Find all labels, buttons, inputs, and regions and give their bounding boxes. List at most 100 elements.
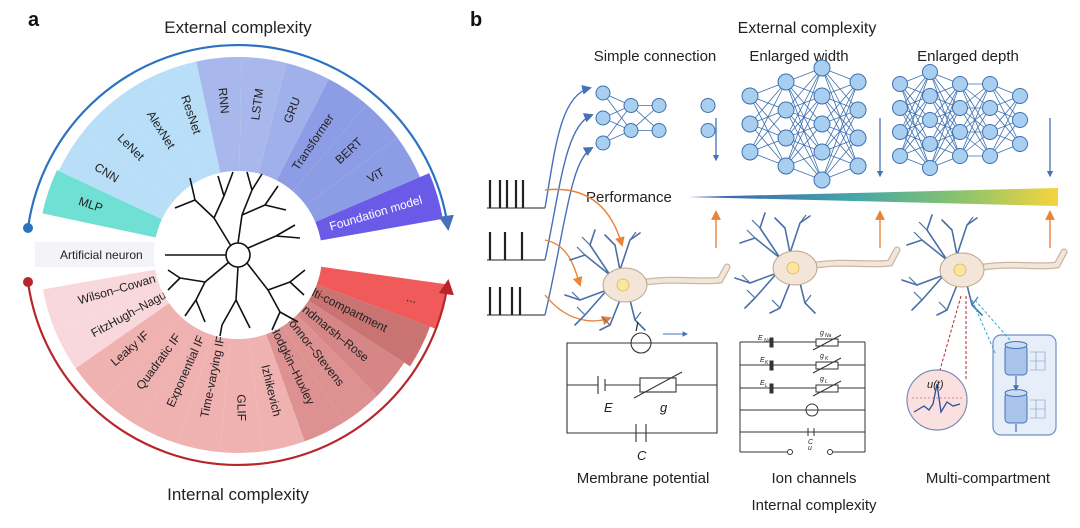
network-2-node [952, 76, 968, 92]
network-1-edge [749, 81, 787, 125]
circuit-capacitance-symbol: C [637, 448, 647, 463]
ion-voltage-symbol: u [808, 445, 812, 452]
dendrite-twig [799, 214, 807, 224]
network-0-node [595, 85, 611, 101]
network-2-node [982, 148, 998, 164]
dendrite [619, 232, 641, 271]
network-diagrams [595, 59, 1028, 189]
dendrite [901, 274, 945, 286]
dendrite [799, 282, 816, 314]
network-2-node [1012, 112, 1028, 128]
dendrite [966, 284, 983, 316]
network-1-edge [785, 95, 823, 167]
dendrite-twig [571, 291, 581, 301]
artificial-neuron-label: Artificial neuron [60, 248, 143, 262]
dendrite-twig [576, 246, 586, 256]
nucleus [786, 261, 800, 275]
performance-gradient-bar [688, 188, 1058, 206]
network-2-node [982, 124, 998, 140]
snn-wedge-3 [103, 316, 196, 427]
network-1-edge [821, 137, 859, 181]
panel-a-top-title: External complexity [164, 18, 312, 37]
nucleus [616, 278, 630, 292]
input-arrows-blue [544, 85, 594, 316]
dendrite-twig [601, 316, 611, 326]
dendrite [599, 299, 621, 331]
network-1-edge [821, 81, 859, 181]
tree-background [154, 171, 322, 339]
panel-b: b External complexity Simple connection … [470, 9, 1068, 514]
snn-wedge-9 [282, 314, 378, 423]
network-2-edge [959, 83, 991, 157]
dendrite-twig [771, 299, 781, 309]
panel-a-label: a [28, 9, 40, 31]
ann-wedge-4 [153, 61, 221, 180]
spike-train-3 [487, 287, 545, 316]
ion-e-l-symbol: E [760, 380, 765, 387]
network-1-edge [749, 109, 787, 153]
neuron-drawings [564, 212, 1068, 331]
network-1-edge [785, 123, 823, 167]
panel-b-top-title: External complexity [738, 20, 877, 37]
spike-trains [487, 180, 545, 316]
net-title-depth: Enlarged depth [917, 48, 1019, 65]
circuit-conductance-symbol: g [660, 400, 668, 415]
spike-train-2 [487, 232, 545, 261]
dendrite-twig [751, 219, 761, 229]
network-1-node [741, 87, 759, 105]
dendrite [769, 282, 791, 314]
axon-core [807, 247, 900, 269]
ion-g-l-symbol: g [820, 376, 824, 383]
network-2-edge [959, 107, 991, 157]
network-2-edge [899, 95, 931, 157]
network-2-edge [929, 83, 961, 169]
network-1-node [813, 171, 831, 189]
dendrite [936, 284, 958, 316]
snn-wedge-5 [177, 335, 231, 453]
network-1-node [813, 87, 831, 105]
dendrite-twig [746, 229, 756, 239]
external-complexity-arc [26, 44, 454, 232]
dendrite-twig [918, 221, 928, 231]
dendrite-twig [908, 276, 918, 286]
snn-wedge-12 [316, 266, 448, 330]
dendrite-twig [913, 291, 923, 301]
network-simple-output [700, 98, 716, 138]
dendrite-twig [776, 219, 786, 229]
snn-label-6: GLIF [234, 394, 248, 421]
ann-wedge-3 [114, 76, 203, 190]
network-0-node [623, 123, 639, 138]
network-2 [892, 64, 1028, 176]
network-2-node [922, 64, 938, 80]
ion-channel-circuit [739, 334, 866, 455]
network-2-edge [929, 83, 961, 145]
ion-e-l-subscript: L [765, 383, 768, 389]
network-1-edge [785, 67, 823, 167]
ion-e-k-symbol: E [760, 357, 765, 364]
ann-wedge-9 [292, 104, 398, 206]
bottom-title-ion: Ion channels [771, 470, 856, 487]
ion-g-l-subscript: L [825, 379, 828, 385]
network-2-node [892, 100, 908, 116]
network-2-edge [989, 95, 1021, 157]
snn-wedge-8 [266, 326, 344, 442]
circuit-current-symbol: I [635, 319, 639, 334]
network-0 [595, 85, 667, 151]
snn-wedge-6 [219, 338, 263, 454]
snn-wedge-7 [248, 334, 305, 452]
network-1-edge [821, 81, 859, 153]
network-0-node [623, 98, 639, 113]
ann-wedge-0 [42, 169, 162, 238]
network-0-node [595, 135, 611, 151]
dendrite-twig [629, 231, 637, 241]
network-2-node [1012, 88, 1028, 104]
net-title-simple: Simple connection [594, 48, 717, 65]
ion-g-k-subscript: K [825, 356, 829, 362]
axon-core [637, 264, 730, 286]
dendrite [604, 234, 621, 271]
snn-wedge-0 [43, 269, 161, 331]
panel-a-bottom-title: Internal complexity [167, 485, 309, 504]
spike-train-1 [487, 180, 545, 209]
network-2-node [952, 124, 968, 140]
neuron-0 [564, 229, 731, 331]
